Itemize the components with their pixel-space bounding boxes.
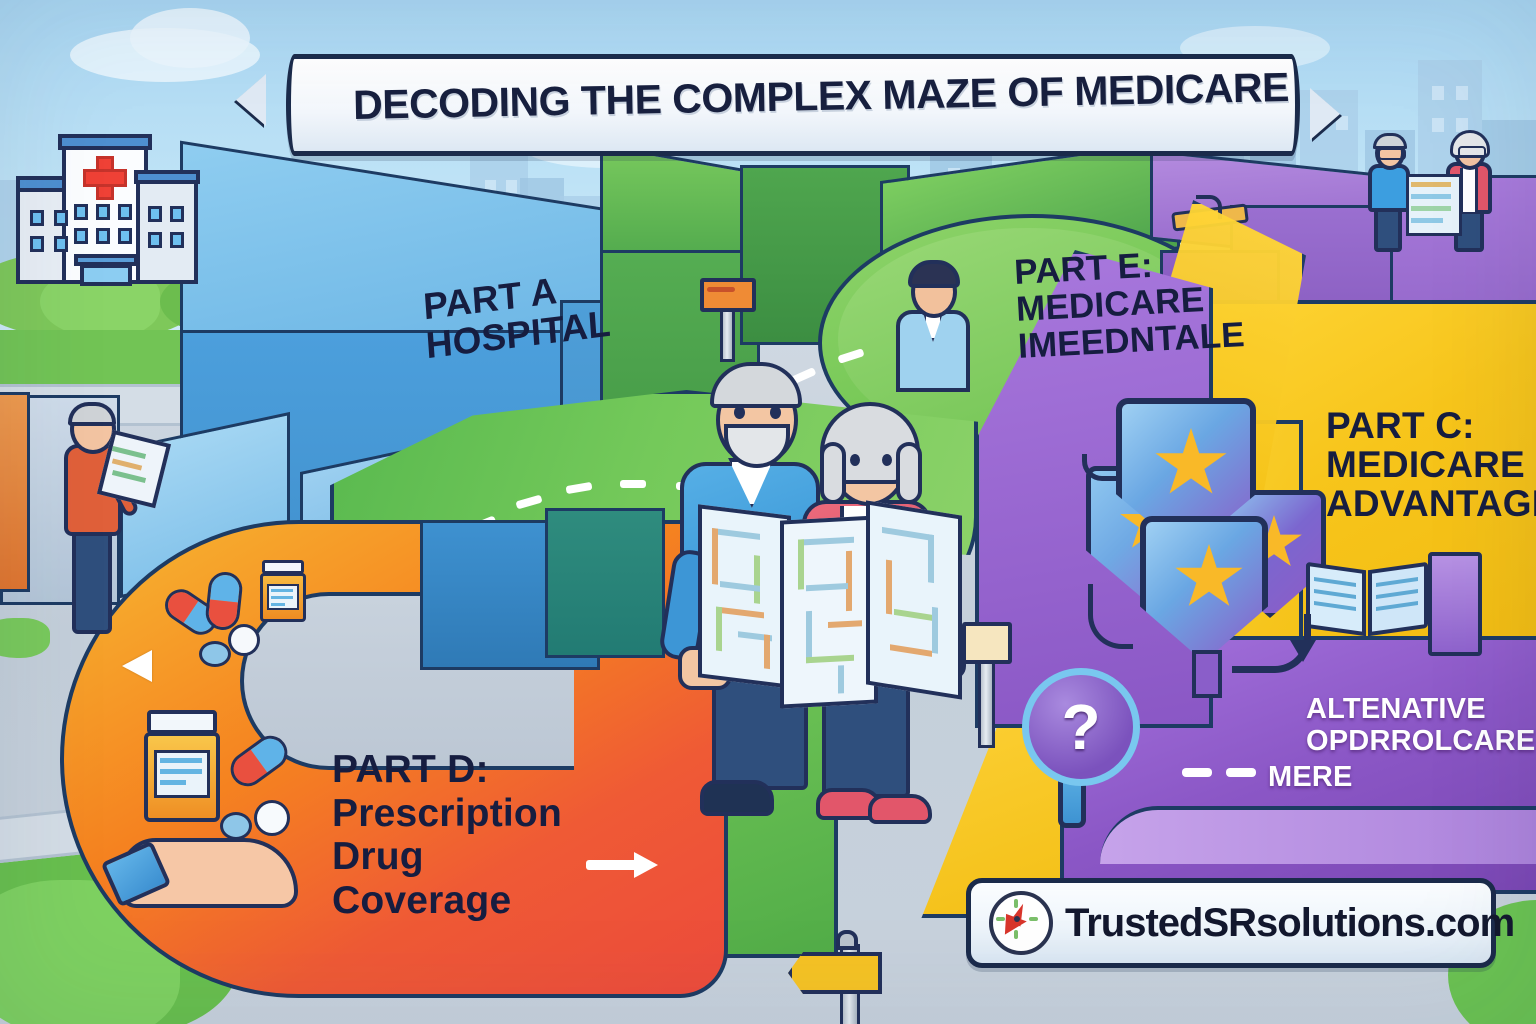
maze-map (698, 504, 791, 689)
logo-text: TrustedSRsolutions.com (1065, 900, 1515, 945)
tablet-icon (254, 800, 290, 836)
maze-wall-orange-left (0, 392, 30, 592)
hospital-cross-icon (83, 169, 127, 187)
map-line (1411, 182, 1451, 187)
label-part-e: PART E: MEDICARE IMEEDNTALE (1013, 245, 1246, 367)
tablet-icon (228, 624, 260, 656)
person-on-green-path (878, 252, 998, 392)
banner-title: DECODING THE COMPLEX MAZE OF MEDICARE (352, 64, 1290, 128)
sign-plate (700, 278, 756, 312)
sign-cap (836, 930, 858, 950)
hair (908, 260, 960, 288)
site-logo[interactable]: TrustedSRsolutions.com (966, 878, 1515, 968)
hair (1373, 133, 1407, 149)
arrow-curve-icon (1088, 584, 1133, 649)
question-marker: ? (1022, 668, 1140, 828)
star-icon (1155, 428, 1227, 494)
book-closed-icon (1428, 552, 1482, 656)
compass-icon (989, 891, 1053, 955)
banner-tail-right (1310, 88, 1340, 140)
arrow-right-icon (586, 860, 642, 870)
banner-tail-left (236, 74, 266, 126)
eye (770, 406, 781, 419)
map-line (1411, 194, 1451, 199)
shield-group (1082, 398, 1336, 698)
map-line (1411, 206, 1451, 211)
senior-couple-with-map (657, 350, 1002, 870)
eye (882, 454, 892, 466)
hair (68, 402, 116, 426)
blouse (1460, 168, 1478, 212)
tablet-icon (220, 812, 252, 840)
label-part-c: PART C: MEDICARE ADVANTAGE (1326, 405, 1536, 525)
maze-detail-hook (1196, 195, 1222, 219)
maze-cell-notch (545, 508, 665, 658)
arrow-curve-icon (1082, 454, 1117, 481)
senior-man-reading-document (38, 400, 172, 650)
signpost-green-path (700, 278, 756, 362)
sign-arrow-left (788, 952, 882, 994)
shrub (0, 618, 50, 658)
glasses-icon (1458, 146, 1486, 158)
question-icon: ? (1022, 668, 1140, 786)
sign-plate (962, 622, 1012, 664)
label-part-d: PART D: Prescription Drug Coverage (332, 748, 562, 923)
banner-body: DECODING THE COMPLEX MAZE OF MEDICARE (286, 54, 1300, 156)
arrow-left-icon (122, 650, 152, 682)
title-banner: DECODING THE COMPLEX MAZE OF MEDICARE (236, 48, 1340, 156)
star-icon (1175, 544, 1243, 606)
signpost-bottom (788, 930, 908, 1024)
shield-stem (1192, 650, 1222, 698)
pill-bottle-icon (260, 560, 306, 622)
maze-map (866, 500, 962, 700)
pill-bottle-icon (144, 710, 220, 822)
glasses-icon (1378, 148, 1406, 160)
road-dash (620, 480, 646, 488)
hair (896, 442, 922, 504)
map-line (1411, 218, 1443, 223)
hospital-building (8, 128, 208, 298)
arrow-right-head-icon (634, 852, 658, 878)
tablet-icon (199, 641, 231, 667)
label-alternative-sub: MERE (1268, 761, 1353, 793)
path-alternative-dash (1182, 768, 1212, 777)
senior-couple-top-right (1362, 128, 1512, 253)
hair (820, 442, 846, 504)
path-alternative-stripe (1100, 806, 1536, 864)
arrow-head-icon (1290, 640, 1316, 662)
path-alternative-dash (1226, 768, 1256, 777)
hair (710, 362, 802, 408)
eye (850, 454, 860, 466)
eye (734, 406, 745, 419)
signpost-centre (962, 622, 1012, 748)
open-book-icon (1306, 558, 1430, 638)
maze-map (780, 515, 878, 709)
label-alternative: ALTENATIVE OPDRROLCARE (1306, 693, 1536, 757)
